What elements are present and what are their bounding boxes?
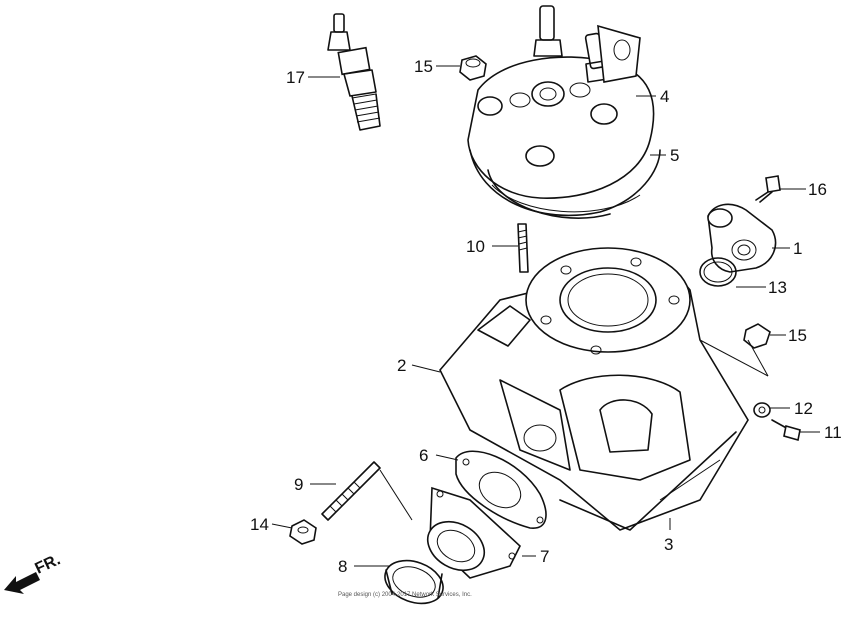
front-label: FR. [33,551,64,577]
front-direction-indicator: FR. [4,551,63,594]
callout-7: 7 [540,547,549,566]
stud-10 [517,223,529,273]
callout-16: 16 [808,180,827,199]
stud-9 [321,461,381,521]
cylinder-head [467,5,661,219]
bolt-11 [771,419,801,442]
copyright-notice: Page design (c) 2004-2017 Network Servic… [338,592,472,598]
callout-15-top: 15 [414,57,433,76]
cylinder [439,247,749,531]
intake-pipe-7 [426,486,521,579]
callout-17: 17 [286,68,305,87]
callout-3: 3 [664,535,673,554]
callout-9: 9 [294,475,303,494]
clamp-band-8 [384,559,444,605]
callout-1: 1 [793,239,802,258]
nut-right [743,323,771,349]
callout-2: 2 [397,356,406,375]
o-ring-13 [699,257,737,287]
callout-11: 11 [824,423,842,442]
callout-13: 13 [768,278,787,297]
nut-14 [289,519,317,545]
callout-14: 14 [250,515,269,534]
callout-8: 8 [338,557,347,576]
washer-12 [753,402,771,418]
callout-6: 6 [419,446,428,465]
callout-labels: 17 15 4 5 16 1 10 13 15 2 12 11 6 9 14 3… [250,57,842,576]
front-arrow-icon [4,572,40,594]
leader-lines [271,65,820,567]
nut-top [459,55,487,81]
callout-4: 4 [660,87,669,106]
water-fitting [707,203,777,273]
spark-plug [327,13,381,131]
callout-12: 12 [794,399,813,418]
callout-5: 5 [670,146,679,165]
callout-10: 10 [466,237,485,256]
bolt-16 [755,175,781,203]
callout-15-right: 15 [788,326,807,345]
gasket-6 [455,450,547,529]
